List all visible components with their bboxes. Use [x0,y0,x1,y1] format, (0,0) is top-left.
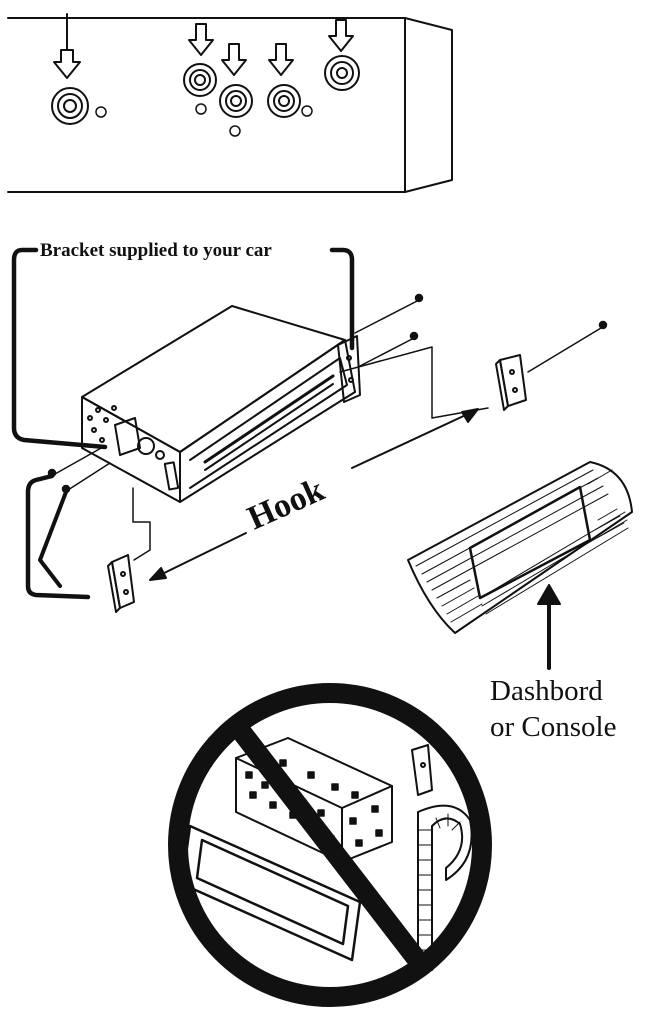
ground-wire [25,473,91,600]
small-hole [229,125,241,137]
screw [354,293,424,334]
dashboard-trim [407,461,633,634]
mounting-hole [267,84,301,118]
side-bracket-panel [7,13,453,193]
down-arrow-icon [188,23,214,56]
ground-wire [38,490,68,588]
screw [61,462,111,494]
down-arrow-icon [221,43,247,76]
down-arrow-icon [328,19,354,52]
screw [527,320,608,373]
dashboard-label-line1: Dashbord [490,675,603,707]
no-sign-icon [168,683,492,1007]
car-bracket-right [337,335,361,403]
small-hole [301,105,313,117]
head-unit [81,305,356,503]
up-arrow-icon [537,584,561,670]
hook-arrow-left [149,532,247,581]
mounting-hole [324,55,360,91]
down-arrow-icon [53,13,81,79]
guide-lines [132,346,489,561]
hook-bracket-left [107,554,135,613]
mounting-hole [51,87,89,125]
prohibited-strap [411,744,473,971]
hook-label: Hook [242,471,330,537]
down-arrow-icon [268,43,294,76]
hook-arrow-right [351,408,479,469]
bracket-label: Bracket supplied to your car [40,240,272,261]
small-hole [195,103,207,115]
dashboard-label-line2: or Console [490,711,616,743]
screw [359,331,419,367]
mounting-hole [183,63,217,97]
bracket-callout [11,247,355,450]
hook-bracket-right [495,354,527,411]
small-hole [95,106,107,118]
mounting-hole [219,84,253,118]
